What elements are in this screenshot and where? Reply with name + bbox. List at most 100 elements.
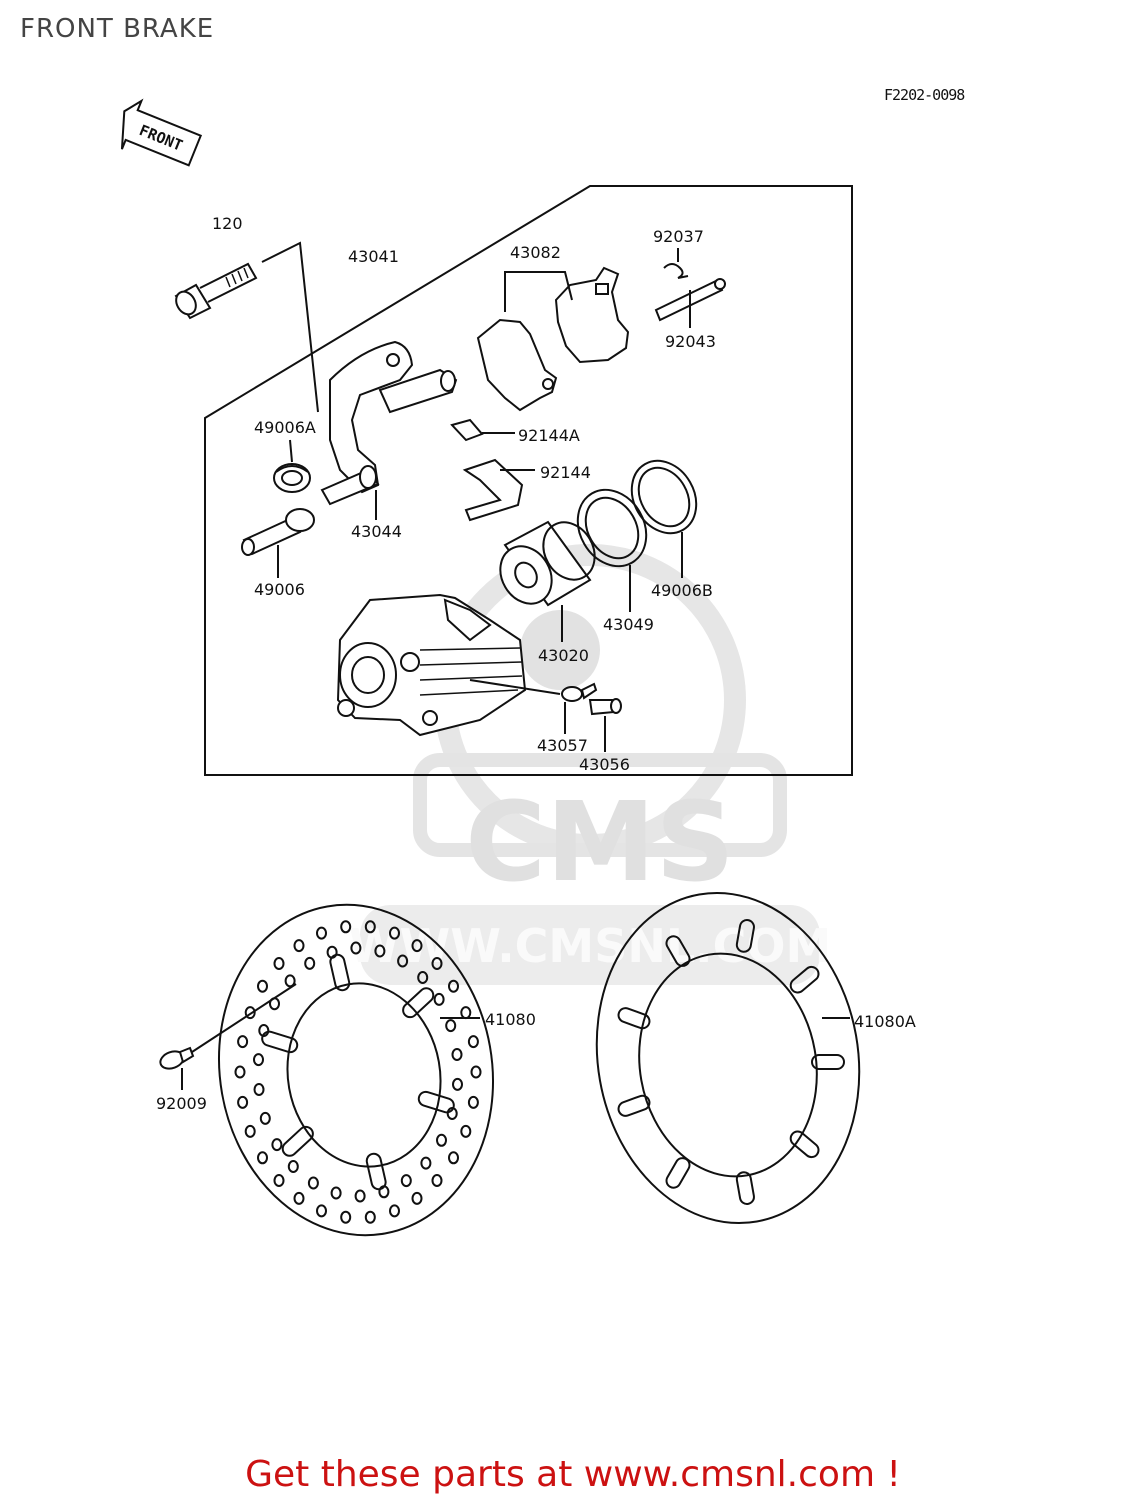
disc-drill-hole (448, 1151, 459, 1165)
disc-slot (665, 1157, 691, 1189)
caliper-body (336, 593, 527, 737)
disc-drill-hole (330, 1186, 342, 1200)
disc-drill-hole (389, 1204, 400, 1218)
disc-drill-hole (400, 1174, 412, 1188)
page-title: FRONT BRAKE (20, 14, 215, 44)
label-43041: 43041 (348, 247, 399, 266)
disc-slot (811, 1054, 845, 1070)
promo-banner[interactable]: Get these parts at www.cmsnl.com ! (0, 1454, 1146, 1495)
disc-slot (789, 965, 820, 994)
label-92043: 92043 (665, 332, 716, 351)
bolt-120 (174, 262, 258, 320)
bleeder-valve-43056 (588, 698, 622, 716)
pin-clip-92037 (663, 263, 689, 279)
disc-screw-92009 (159, 1046, 195, 1070)
disc-drill-hole (420, 1156, 432, 1170)
label-92009: 92009 (156, 1094, 207, 1113)
promo-link[interactable]: Get these parts at www.cmsnl.com ! (245, 1454, 901, 1495)
leader-43082 (504, 271, 573, 312)
label-41080A: 41080A (854, 1012, 916, 1031)
disc-slot (735, 1171, 755, 1205)
disc-drill-hole (273, 1174, 285, 1187)
disc-drill-hole (364, 1210, 376, 1224)
disc-drill-hole (467, 1035, 479, 1049)
disc-drill-hole (470, 1065, 482, 1079)
leader-92009-to-disc (191, 983, 297, 1053)
disc-slot (329, 953, 351, 992)
slide-pin-49006 (241, 508, 315, 556)
disc-drill-hole (389, 926, 400, 940)
disc-drill-hole (411, 1191, 423, 1205)
disc-slot (665, 935, 691, 967)
disc-drill-hole (253, 1053, 264, 1067)
disc-drill-hole (253, 1083, 265, 1096)
brake-pads-43082 (476, 266, 630, 412)
disc-slot (617, 1007, 651, 1030)
disc-drill-hole (316, 1204, 327, 1218)
disc-drill-hole (433, 992, 445, 1006)
disc-slot (261, 1030, 299, 1054)
leader-120 (261, 241, 319, 413)
disc-drill-hole (340, 1210, 352, 1224)
disc-drill-hole (431, 957, 443, 970)
watermark-brand: CMS (465, 778, 734, 906)
disc-drill-hole (340, 920, 352, 934)
leader-caliper-bleed (469, 679, 561, 695)
label-43049: 43049 (603, 615, 654, 634)
seal-43049 (576, 488, 648, 568)
disc-drill-hole (237, 1035, 249, 1049)
disc-drill-hole (287, 1160, 299, 1173)
disc-slot (281, 1125, 314, 1157)
disc-drill-hole (436, 1133, 447, 1147)
disc-drill-hole (304, 956, 316, 970)
disc-drill-hole (307, 1176, 319, 1190)
disc-drill-hole (397, 954, 409, 968)
caliper-bracket-43041 (320, 340, 458, 506)
disc-drill-hole (354, 1189, 366, 1203)
disc-slot (365, 1152, 387, 1191)
disc-drill-hole (293, 939, 305, 953)
brake-disc-41080 (217, 903, 495, 1237)
disc-drill-hole (293, 1191, 305, 1205)
disc-slot (617, 1094, 651, 1117)
disc-slot (417, 1090, 455, 1114)
disc-drill-hole (234, 1065, 246, 1079)
disc-drill-hole (259, 1111, 271, 1125)
disc-drill-hole (445, 1019, 457, 1033)
disc-drill-hole (431, 1174, 443, 1187)
label-120: 120 (212, 214, 243, 233)
disc-drill-hole (411, 939, 423, 953)
label-43020: 43020 (538, 646, 589, 665)
caliper-assembly-outline (204, 185, 853, 776)
disc-drill-hole (460, 1124, 472, 1138)
piston-43020 (499, 520, 596, 607)
spring-92144 (462, 458, 524, 522)
disc-slot (789, 1130, 820, 1159)
cms-watermark: CMS WWW.CMSNL.COM (349, 544, 831, 985)
disc-drill-hole (257, 1151, 268, 1165)
disc-drill-hole (467, 1095, 479, 1109)
disc-drill-hole (244, 1006, 256, 1020)
label-92144: 92144 (540, 463, 591, 482)
disc-drill-hole (446, 1107, 458, 1120)
disc-drill-hole (448, 979, 459, 993)
dust-seal-49006B (630, 459, 698, 535)
label-43082: 43082 (510, 243, 561, 262)
front-arrow-icon: FRONT (120, 98, 203, 167)
spring-92144A (450, 418, 484, 442)
label-92037: 92037 (653, 227, 704, 246)
disc-slot (735, 919, 755, 953)
label-49006: 49006 (254, 580, 305, 599)
label-92144A: 92144A (518, 426, 580, 445)
disc-drill-hole (271, 1138, 283, 1152)
brake-disc-41080A (595, 891, 861, 1225)
disc-drill-hole (451, 1048, 463, 1061)
disc-drill-hole (273, 957, 285, 970)
disc-drill-hole (364, 920, 376, 934)
disc-drill-hole (374, 944, 386, 958)
label-43044: 43044 (351, 522, 402, 541)
disc-drill-hole (237, 1095, 249, 1109)
label-43057: 43057 (537, 736, 588, 755)
diagram-code: F2202-0098 (884, 86, 965, 104)
